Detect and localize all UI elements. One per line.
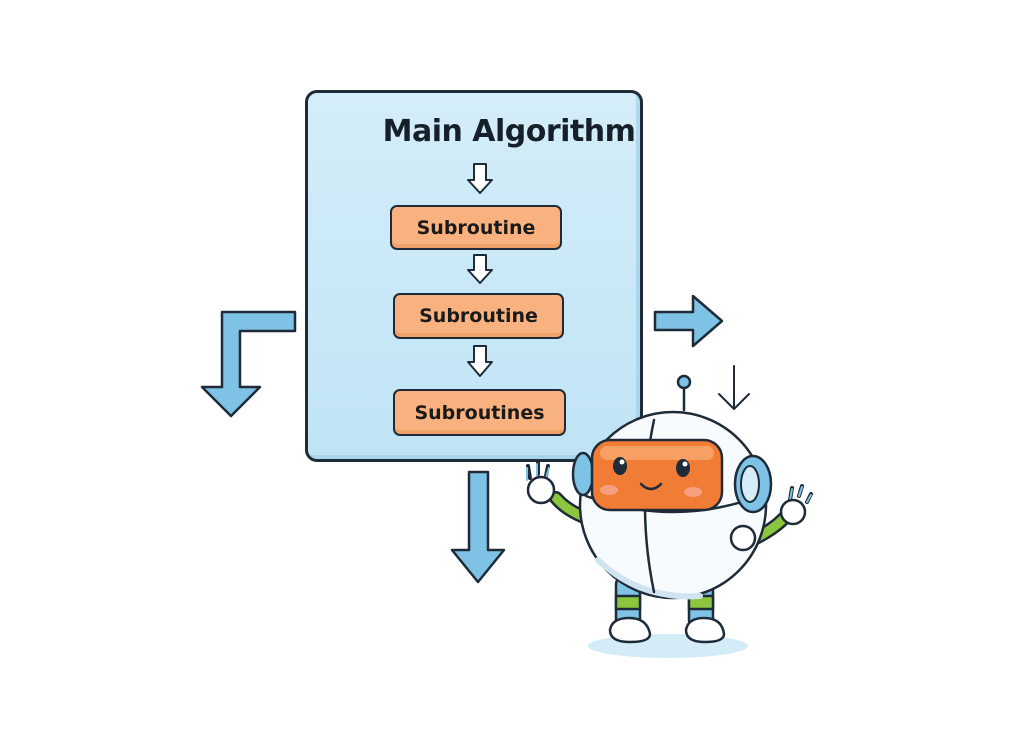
subroutine-box-2: Subroutine (393, 293, 564, 339)
subroutine-box-3: Subroutines (393, 389, 566, 436)
flow-arrow-icon-2 (467, 254, 493, 284)
subroutine-box-1: Subroutine (390, 205, 562, 250)
thin-arrow-down-icon (718, 365, 750, 410)
arrow-turn-down-icon (200, 310, 297, 418)
flow-arrow-icon-1 (467, 163, 493, 194)
flow-arrow-icon-3 (467, 345, 493, 377)
robot-mascot (526, 374, 813, 658)
arrow-down-icon (450, 470, 506, 584)
main-title: Main Algorithm (382, 114, 636, 149)
arrow-right-icon (653, 294, 724, 348)
